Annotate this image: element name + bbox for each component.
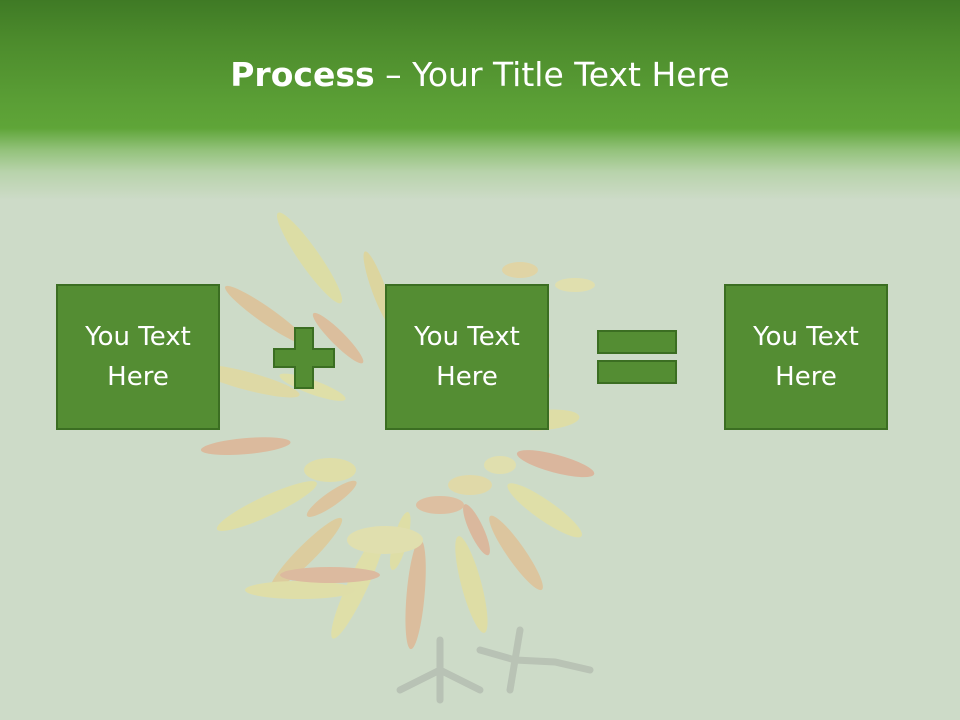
text-box-1[interactable]: You Text Here: [56, 284, 220, 430]
text-box-3-label: You Text Here: [753, 322, 859, 392]
text-box-2[interactable]: You Text Here: [385, 284, 549, 430]
text-box-1-label: You Text Here: [85, 322, 191, 392]
title-rest: – Your Title Text Here: [374, 55, 730, 94]
header-band: [0, 0, 960, 200]
title-bold: Process: [230, 55, 375, 94]
plus-icon: [273, 327, 335, 389]
text-box-2-label: You Text Here: [414, 322, 520, 392]
equals-icon: [597, 330, 677, 384]
page-title: Process – Your Title Text Here: [0, 52, 960, 98]
text-box-3[interactable]: You Text Here: [724, 284, 888, 430]
